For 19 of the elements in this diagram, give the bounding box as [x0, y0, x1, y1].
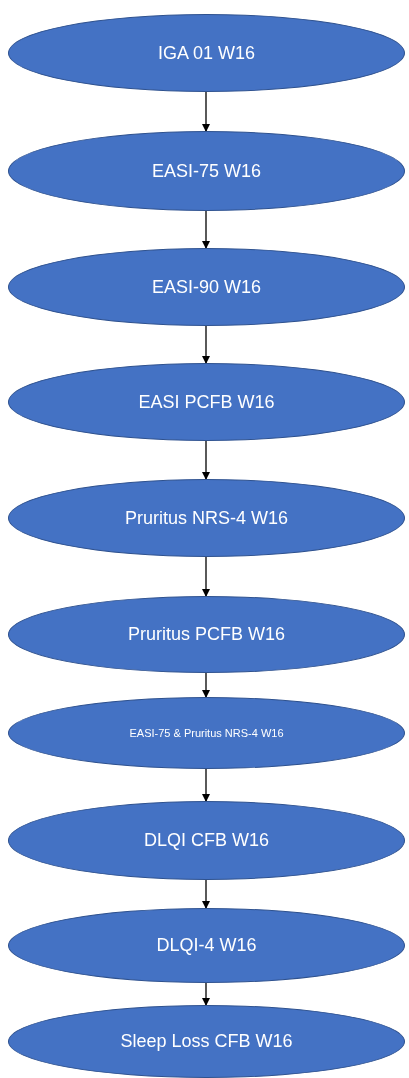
- arrow: [202, 325, 210, 364]
- node-label: IGA 01 W16: [156, 42, 257, 64]
- node-label: DLQI-4 W16: [155, 935, 258, 956]
- node-label: EASI-75 W16: [150, 160, 262, 182]
- arrow: [202, 672, 210, 698]
- arrow: [202, 91, 210, 132]
- arrow: [202, 982, 210, 1006]
- node-label: EASI-90 W16: [150, 276, 262, 298]
- node-label: EASI PCFB W16: [137, 391, 276, 413]
- arrow: [202, 879, 210, 909]
- arrow: [202, 556, 210, 597]
- node-label: Sleep Loss CFB W16: [119, 1031, 294, 1052]
- node-label: Pruritus PCFB W16: [126, 624, 286, 645]
- arrow: [202, 440, 210, 480]
- arrow: [202, 210, 210, 249]
- node-label: EASI-75 & Pruritus NRS-4 W16: [128, 727, 285, 739]
- node-label: Pruritus NRS-4 W16: [123, 507, 289, 529]
- node-label: DLQI CFB W16: [143, 830, 270, 851]
- arrow: [202, 768, 210, 802]
